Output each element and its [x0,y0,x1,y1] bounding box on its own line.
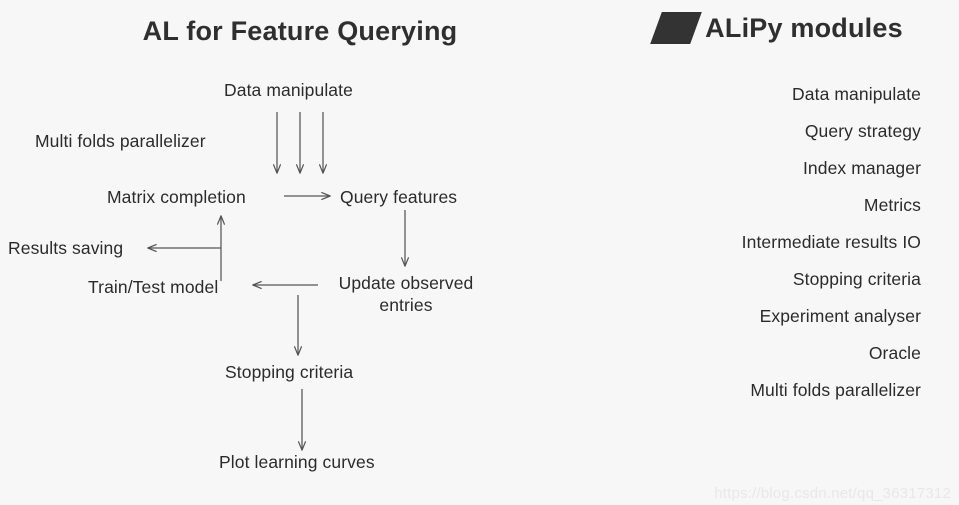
node-update-observed-entries: Update observed entries [338,273,474,315]
watermark: https://blog.csdn.net/qq_36317312 [714,485,951,502]
alipy-parallelogram-logo-icon [650,12,702,44]
module-list-item: Intermediate results IO [741,232,921,252]
module-list-item: Experiment analyser [759,306,921,326]
node-plot-learning-curves: Plot learning curves [219,452,375,472]
node-stopping-criteria: Stopping criteria [225,362,354,382]
module-list-item: Index manager [802,158,921,178]
module-list-item: Oracle [868,343,921,363]
module-list-item: Metrics [863,195,921,215]
node-data-manipulate: Data manipulate [224,80,353,100]
module-list-item: Multi folds parallelizer [750,380,921,400]
right-panel-title: ALiPy modules [705,12,903,43]
module-list-item: Data manipulate [792,84,921,104]
module-list: Data manipulate Query strategy Index man… [600,76,959,409]
node-query-features: Query features [340,187,458,207]
module-list-item: Stopping criteria [792,269,921,289]
node-train-test-model: Train/Test model [88,277,219,297]
left-panel-title: AL for Feature Querying [142,16,458,46]
module-list-item: Query strategy [804,121,921,141]
node-matrix-completion: Matrix completion [107,187,246,207]
node-results-saving: Results saving [8,238,124,258]
right-panel-header: ALiPy modules [600,12,959,44]
node-multi-folds-parallelizer: Multi folds parallelizer [35,131,206,151]
